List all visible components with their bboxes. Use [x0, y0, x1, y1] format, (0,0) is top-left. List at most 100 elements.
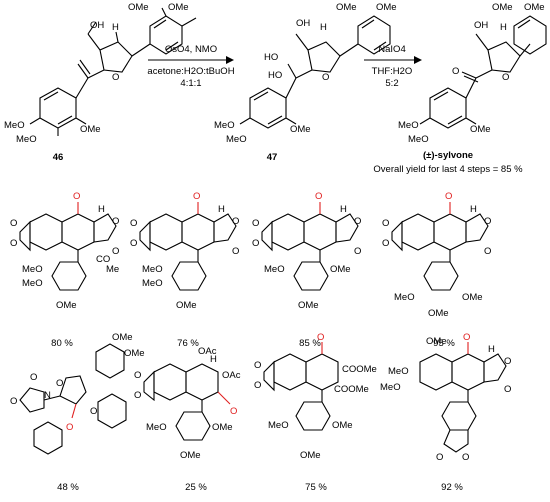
label-p5-o-b: O [30, 372, 37, 383]
label-p6-meo: MeO [146, 422, 167, 433]
label-syl-ome-a: OMe [492, 2, 513, 13]
label-p2-o-a: O [130, 218, 137, 229]
label-p8-o-b: O [504, 384, 511, 395]
label-syl-ome-b: OMe [524, 2, 545, 13]
label-p7-o-b: O [254, 380, 261, 391]
label-47-ho-a: HO [264, 52, 278, 63]
label-p5-o-a: O [10, 396, 17, 407]
product-8-structure [419, 342, 507, 453]
label-47-ome-a: OMe [336, 2, 357, 13]
product-4-structure [391, 202, 489, 291]
label-p2-meo-a: MeO [142, 264, 163, 275]
label-p4-meo: MeO [394, 292, 415, 303]
label-p5-o-d: O [90, 406, 97, 417]
label-46-meo-a: MeO [4, 120, 25, 131]
label-p3-o-d: O [354, 246, 361, 257]
label-p1-meo-a: MeO [22, 264, 43, 275]
label-p4-ome-a: OMe [462, 292, 483, 303]
label-p4-ome-b: OMe [428, 308, 449, 319]
arrow1-ratio: 4:1:1 [180, 78, 201, 89]
label-p1-o-b: O [10, 238, 17, 249]
label-47-o: O [322, 72, 329, 83]
label-p4-o-a: O [382, 218, 389, 229]
label-p2-o-c: O [232, 216, 239, 227]
arrow2-solvent: THF:H2O [372, 66, 413, 77]
label-p4-o-c: O [484, 216, 491, 227]
label-46-ome-b: OMe [168, 2, 189, 13]
label-p5-o-red: O [66, 422, 73, 433]
label-46-o: O [112, 72, 119, 83]
yield-r1c1: 80 % [51, 338, 73, 349]
label-p7-o-red: O [317, 332, 324, 343]
label-p5-ome-b: OMe [124, 348, 145, 359]
compound-46-structure [29, 7, 197, 136]
label-p8-o-a: O [504, 356, 511, 367]
label-p6-o-b: O [134, 390, 141, 401]
label-46-h: H [112, 22, 119, 33]
label-47-oh: OH [296, 18, 310, 29]
overall-yield-text: Overall yield for last 4 steps = 85 % [373, 164, 523, 175]
yield-r1c2: 76 % [177, 338, 199, 349]
arrow2-reagents: NaIO4 [378, 44, 405, 55]
label-46-oh: OH [90, 20, 104, 31]
label-p5-ome-a: OMe [112, 332, 133, 343]
label-p1-me: Me [106, 264, 119, 275]
product-2-structure [139, 202, 237, 291]
compound-47-structure [239, 15, 391, 129]
label-syl-meo-b: MeO [408, 134, 429, 145]
label-p8-o-c: O [436, 452, 443, 463]
compound-47-label: 47 [267, 152, 278, 163]
label-p1-ome: OMe [56, 300, 77, 311]
label-p8-meo-a: MeO [388, 366, 409, 377]
label-p8-ome: OMe [426, 336, 447, 347]
label-p3-ome-a: OMe [330, 264, 351, 275]
label-p3-o-b: O [252, 238, 259, 249]
label-47-ho-b: HO [268, 70, 282, 81]
label-p7-ome-b: OMe [300, 450, 321, 461]
label-syl-o-keto: O [452, 66, 459, 77]
yield-r1c4: 95 % [433, 338, 455, 349]
label-syl-meo-a: MeO [398, 120, 419, 131]
label-47-h: H [320, 22, 327, 33]
sylvone-structure [419, 15, 547, 129]
label-46-meo-b: MeO [16, 134, 37, 145]
label-p1-o-red: O [73, 191, 80, 202]
product-6-structure [143, 363, 231, 441]
label-p3-o-c: O [354, 216, 361, 227]
label-p2-o-d: O [232, 246, 239, 257]
label-p3-ome-b: OMe [298, 300, 319, 311]
label-47-ome-b: OMe [376, 2, 397, 13]
label-p1-h: H [98, 204, 105, 215]
label-p3-h: H [340, 204, 347, 215]
product-1-structure [19, 202, 117, 291]
label-p5-o-c: O [56, 378, 63, 389]
yield-r2c4: 92 % [441, 482, 463, 493]
label-p3-meo: MeO [264, 264, 285, 275]
product-7-structure [263, 342, 339, 431]
label-p1-o-a: O [10, 218, 17, 229]
label-p2-o-b: O [130, 238, 137, 249]
yield-r2c1: 48 % [57, 482, 79, 493]
label-p1-co: CO [96, 254, 110, 265]
label-p6-oac-a: OAc [198, 346, 217, 357]
yield-r2c3: 75 % [305, 482, 327, 493]
label-p8-o-d: O [462, 452, 469, 463]
label-p1-meo-b: MeO [22, 278, 43, 289]
label-46-ome-a: OMe [128, 2, 149, 13]
label-47-meo-a: MeO [214, 120, 235, 131]
label-p2-o-red: O [193, 191, 200, 202]
yield-r1c3: 85 % [299, 338, 321, 349]
label-p6-oac-b: OAc [222, 370, 241, 381]
label-p8-meo-b: MeO [380, 382, 401, 393]
label-p6-ome-a: OMe [212, 422, 233, 433]
label-p2-ome: OMe [176, 300, 197, 311]
label-p7-o-a: O [254, 360, 261, 371]
label-p7-meo: MeO [268, 420, 289, 431]
label-syl-oh: OH [474, 20, 488, 31]
label-p7-coome-b: COOMe [334, 384, 369, 395]
label-p8-o-red: O [463, 332, 470, 343]
reaction-arrow-2 [364, 56, 422, 64]
label-p4-h: H [470, 204, 477, 215]
